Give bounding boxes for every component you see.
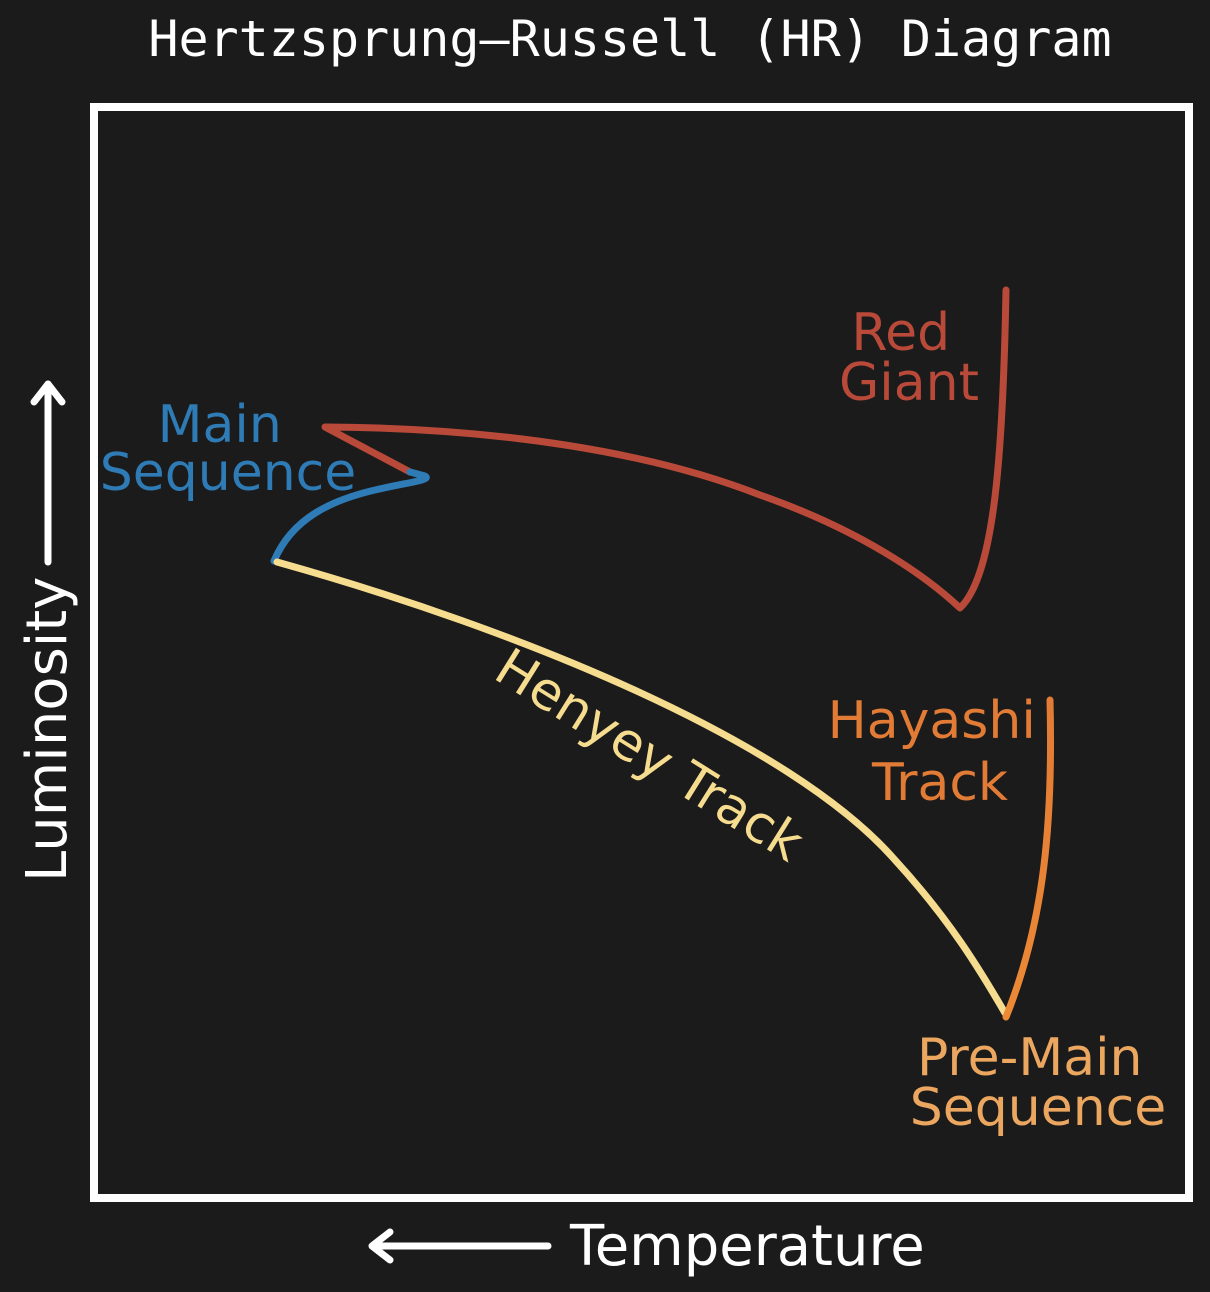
diagram-title: Hertzsprung–Russell (HR) Diagram	[148, 10, 1111, 68]
hayashi-track-label: Hayashi Track	[828, 691, 1053, 813]
hayashi-track	[1002, 696, 1055, 1021]
main-sequence-label: Main Sequence	[100, 395, 357, 503]
red-giant-label: Red Giant	[839, 303, 979, 413]
red-giant-track	[321, 286, 1010, 612]
pre-main-sequence-label: Pre-Main Sequence	[910, 1028, 1167, 1138]
main-sequence-track	[270, 468, 430, 565]
plot-frame	[90, 103, 1193, 1202]
x-axis-label: Temperature	[569, 1214, 925, 1279]
luminosity-arrow	[30, 380, 66, 566]
henyey-track	[273, 558, 1009, 1017]
temperature-arrow	[368, 1228, 552, 1264]
y-axis-label: Luminosity	[15, 577, 80, 882]
